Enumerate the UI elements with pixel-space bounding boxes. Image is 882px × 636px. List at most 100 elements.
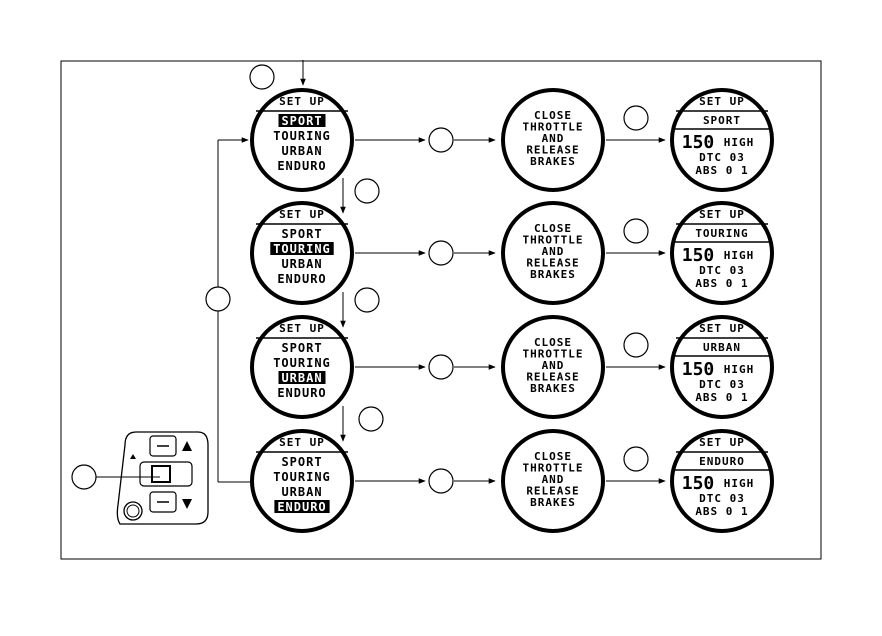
set-button-icon — [151, 465, 171, 483]
bracket-callout-circle — [205, 286, 231, 312]
step-callout-circle — [354, 178, 380, 204]
up-arrow-icon — [182, 441, 192, 451]
result-power-value: 150 — [682, 245, 715, 266]
setup-display-circle — [250, 315, 354, 419]
result-callout-circle — [623, 105, 649, 131]
step-callout-circle — [428, 468, 454, 494]
diagram-frame — [60, 60, 822, 560]
mode-row-sport: SET UPSPORTTOURINGURBANENDUROCLOSETHROTT… — [250, 88, 774, 192]
setup-menu-item: ENDURO — [277, 159, 326, 173]
result-power-level: HIGH — [724, 249, 755, 262]
selected-mode-highlight — [274, 500, 330, 513]
action-text-line: CLOSE — [534, 222, 572, 235]
mode-step-connectors — [340, 178, 384, 442]
step-callout-circle — [354, 287, 380, 313]
step-callout-circle — [358, 406, 384, 432]
result-power-value: 150 — [682, 359, 715, 380]
action-display-circle — [501, 429, 605, 533]
result-display-circle — [670, 315, 774, 419]
result-dtc-value: DTC 03 — [699, 492, 745, 505]
result-header-text: SET UP — [699, 322, 745, 335]
setup-header-text: SET UP — [279, 322, 325, 335]
setup-menu-item: SPORT — [281, 341, 322, 355]
action-text-line: THROTTLE — [523, 234, 584, 247]
action-text-line: CLOSE — [534, 336, 572, 349]
result-dtc-value: DTC 03 — [699, 151, 745, 164]
handlebar-switch — [71, 431, 209, 525]
action-display-circle — [501, 88, 605, 192]
action-text-line: THROTTLE — [523, 348, 584, 361]
setup-menu-item: SPORT — [281, 455, 322, 469]
setup-menu-item: ENDURO — [277, 272, 326, 286]
action-text-line: BRAKES — [530, 496, 576, 509]
action-text-line: AND — [542, 245, 565, 258]
result-header-text: SET UP — [699, 95, 745, 108]
action-text-line: RELEASE — [526, 485, 579, 498]
result-dtc-value: DTC 03 — [699, 378, 745, 391]
setup-menu-item-selected: TOURING — [273, 242, 331, 256]
step-callout-circle — [428, 354, 454, 380]
setup-menu-item: URBAN — [281, 485, 322, 499]
result-display-circle — [670, 429, 774, 533]
result-power-value: 150 — [682, 132, 715, 153]
action-text-line: BRAKES — [530, 155, 576, 168]
result-mode-name: URBAN — [703, 341, 741, 354]
switch-callout-circle — [71, 464, 97, 490]
setup-display-circle — [250, 88, 354, 192]
result-display-circle — [670, 88, 774, 192]
result-power-level: HIGH — [724, 136, 755, 149]
mode-row-touring: SET UPSPORTTOURINGURBANENDUROCLOSETHROTT… — [250, 201, 774, 305]
step-callout-circle — [428, 240, 454, 266]
entry-callout-circle — [249, 64, 275, 90]
selected-mode-highlight — [278, 371, 326, 384]
mode-row-urban: SET UPSPORTTOURINGURBANENDUROCLOSETHROTT… — [250, 315, 774, 419]
step-callout-circle — [428, 127, 454, 153]
result-callout-circle — [623, 332, 649, 358]
setup-menu-item: TOURING — [273, 129, 331, 143]
mode-row-enduro: SET UPSPORTTOURINGURBANENDUROCLOSETHROTT… — [250, 429, 774, 533]
result-abs-value: ABS 0 1 — [695, 391, 748, 404]
setup-menu-item: TOURING — [273, 356, 331, 370]
action-text-line: BRAKES — [530, 268, 576, 281]
action-text-line: RELEASE — [526, 371, 579, 384]
result-mode-name: SPORT — [703, 114, 741, 127]
result-callout-circle — [623, 218, 649, 244]
action-text-line: RELEASE — [526, 257, 579, 270]
result-callout-circle — [623, 446, 649, 472]
result-display-circle — [670, 201, 774, 305]
action-text-line: AND — [542, 473, 565, 486]
action-display-circle — [501, 315, 605, 419]
setup-header-text: SET UP — [279, 208, 325, 221]
action-text-line: THROTTLE — [523, 462, 584, 475]
result-abs-value: ABS 0 1 — [695, 505, 748, 518]
setup-menu-item: URBAN — [281, 144, 322, 158]
action-text-line: AND — [542, 132, 565, 145]
setup-menu-item: SPORT — [281, 227, 322, 241]
action-display-circle — [501, 201, 605, 305]
setup-menu-item-selected: URBAN — [281, 371, 322, 385]
result-mode-name: TOURING — [695, 227, 748, 240]
result-power-level: HIGH — [724, 477, 755, 490]
action-text-line: THROTTLE — [523, 121, 584, 134]
action-text-line: BRAKES — [530, 382, 576, 395]
setup-menu-item: ENDURO — [277, 386, 326, 400]
down-arrow-icon — [182, 499, 192, 509]
result-header-text: SET UP — [699, 436, 745, 449]
setup-menu-item-selected: ENDURO — [277, 500, 326, 514]
action-text-line: CLOSE — [534, 450, 572, 463]
left-bracket — [205, 137, 252, 483]
result-mode-name: ENDURO — [699, 455, 745, 468]
selected-mode-highlight — [278, 114, 326, 127]
result-header-text: SET UP — [699, 208, 745, 221]
selected-mode-highlight — [270, 242, 334, 255]
setup-header-text: SET UP — [279, 95, 325, 108]
action-text-line: RELEASE — [526, 144, 579, 157]
action-text-line: AND — [542, 359, 565, 372]
setup-menu-item-selected: SPORT — [281, 114, 322, 128]
result-abs-value: ABS 0 1 — [695, 164, 748, 177]
result-power-level: HIGH — [724, 363, 755, 376]
result-dtc-value: DTC 03 — [699, 264, 745, 277]
setup-header-text: SET UP — [279, 436, 325, 449]
setup-menu-item: URBAN — [281, 257, 322, 271]
